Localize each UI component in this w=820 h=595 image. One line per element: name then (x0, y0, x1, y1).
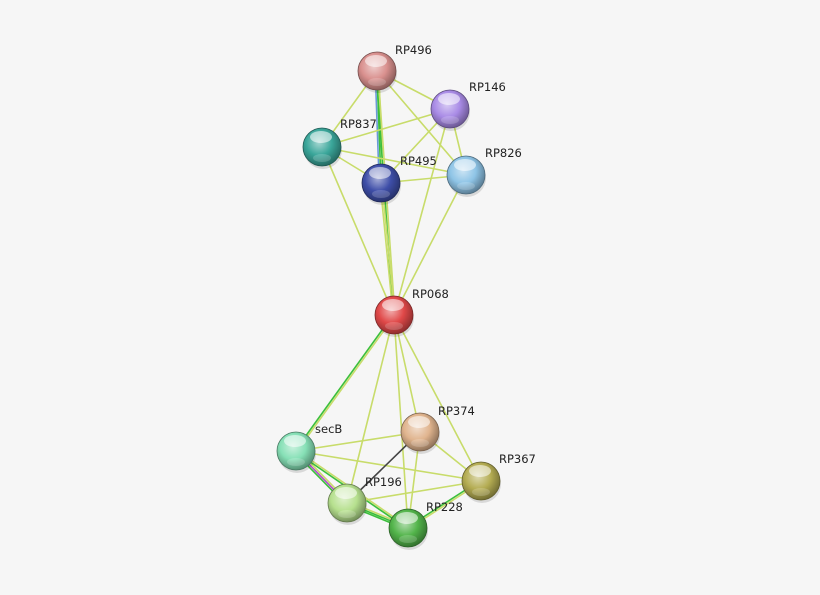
node-reflection (411, 439, 429, 447)
node-label-RP068: RP068 (412, 287, 449, 301)
node-highlight (284, 435, 306, 447)
edge-strand (295, 314, 396, 453)
edge-RP496-RP826 (376, 70, 467, 176)
node-highlight (469, 465, 491, 477)
edge-strand (321, 108, 451, 148)
edge-RP068-RP196 (346, 314, 395, 504)
network-nodes (276, 51, 501, 550)
edge-RP146-RP837 (321, 108, 451, 148)
edge-strand (393, 174, 467, 316)
edge-strand (321, 146, 467, 176)
node-highlight (408, 416, 430, 428)
node-label-RP495: RP495 (400, 154, 437, 168)
edge-RP068-secB (294, 313, 396, 453)
node-highlight (382, 299, 404, 311)
edge-strand (295, 450, 482, 482)
node-reflection (368, 78, 386, 86)
node-RP837[interactable] (302, 127, 342, 169)
node-RP228[interactable] (388, 508, 428, 550)
node-reflection (313, 154, 331, 162)
node-reflection (287, 458, 305, 466)
node-label-secB: secB (315, 422, 342, 436)
node-highlight (335, 487, 357, 499)
node-highlight (396, 512, 418, 524)
node-reflection (457, 182, 475, 190)
edge-strand (393, 314, 421, 433)
node-RP496[interactable] (357, 51, 397, 93)
edge-strand (376, 70, 467, 176)
node-highlight (365, 55, 387, 67)
edge-strand (393, 314, 409, 529)
edge-RP837-RP826 (321, 146, 467, 176)
node-label-RP146: RP146 (469, 80, 506, 94)
node-label-RP228: RP228 (426, 500, 463, 514)
edge-strand (295, 431, 421, 452)
node-highlight (310, 131, 332, 143)
node-reflection (441, 116, 459, 124)
node-reflection (372, 190, 390, 198)
edge-RP367-RP196 (346, 480, 482, 504)
node-label-RP367: RP367 (499, 452, 536, 466)
edge-RP146-RP068 (393, 108, 451, 316)
node-secB[interactable] (276, 431, 316, 473)
edge-RP837-RP068 (321, 146, 395, 316)
edge-strand (321, 146, 395, 316)
edge-RP495-RP068 (379, 182, 396, 316)
node-highlight (438, 93, 460, 105)
edge-strand (393, 314, 482, 482)
node-reflection (385, 322, 403, 330)
node-label-RP826: RP826 (485, 146, 522, 160)
edge-secB-RP374 (295, 431, 421, 452)
edge-strand (379, 182, 394, 316)
node-RP068[interactable] (374, 295, 414, 337)
node-reflection (399, 535, 417, 543)
node-reflection (472, 488, 490, 496)
node-label-RP196: RP196 (365, 475, 402, 489)
node-RP495[interactable] (361, 163, 401, 205)
edge-strand (346, 314, 395, 504)
node-RP367[interactable] (461, 461, 501, 503)
node-RP826[interactable] (446, 155, 486, 197)
node-RP374[interactable] (400, 412, 440, 454)
edge-RP826-RP068 (393, 174, 467, 316)
edge-strand (393, 108, 451, 316)
node-highlight (369, 167, 391, 179)
node-highlight (454, 159, 476, 171)
node-label-RP496: RP496 (395, 43, 432, 57)
node-RP196[interactable] (327, 483, 367, 525)
edge-strand (346, 480, 482, 504)
node-reflection (338, 510, 356, 518)
edge-RP068-RP374 (393, 314, 421, 433)
edge-secB-RP367 (295, 450, 482, 482)
node-label-RP374: RP374 (438, 404, 475, 418)
edge-RP068-RP367 (393, 314, 482, 482)
node-label-RP837: RP837 (340, 117, 377, 131)
edge-strand (294, 313, 395, 452)
node-RP146[interactable] (430, 89, 470, 131)
edge-strand (381, 182, 396, 316)
edge-RP068-RP228 (393, 314, 409, 529)
